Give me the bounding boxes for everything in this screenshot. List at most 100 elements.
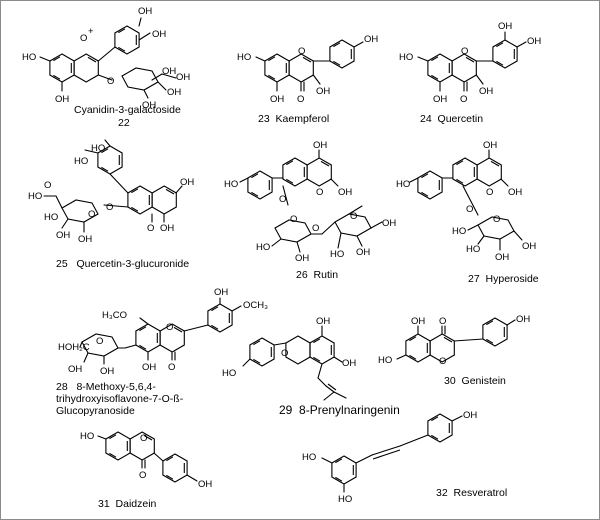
svg-text:HO: HO bbox=[452, 226, 466, 237]
svg-text:O: O bbox=[461, 46, 468, 57]
svg-text:O: O bbox=[147, 223, 154, 234]
caption-23-number: 23 bbox=[258, 113, 270, 125]
svg-text:O: O bbox=[486, 187, 493, 198]
svg-text:HO: HO bbox=[256, 242, 270, 253]
svg-text:OH: OH bbox=[433, 94, 447, 105]
svg-text:H₃CO: H₃CO bbox=[102, 310, 127, 321]
caption-23: 23 Kaempferol bbox=[258, 113, 329, 125]
svg-text:O: O bbox=[439, 356, 446, 367]
svg-text:O: O bbox=[316, 187, 323, 198]
svg-text:OH: OH bbox=[180, 177, 194, 188]
caption-25-name: Quercetin-3-glucuronide bbox=[76, 258, 190, 270]
svg-text:O: O bbox=[44, 180, 51, 191]
svg-text:OH: OH bbox=[382, 218, 396, 229]
caption-22-name: Cyanidin-3-galactoside bbox=[74, 104, 181, 116]
svg-text:O: O bbox=[466, 204, 473, 215]
svg-text:OH: OH bbox=[364, 34, 378, 45]
svg-text:HO: HO bbox=[466, 244, 480, 255]
structure-quercetin bbox=[417, 31, 527, 92]
svg-text:OH: OH bbox=[516, 314, 530, 325]
caption-26-number: 26 bbox=[296, 269, 308, 281]
caption-30-name: Genistein bbox=[461, 375, 506, 387]
svg-text:O: O bbox=[290, 214, 297, 225]
caption-32: 32 Resveratrol bbox=[436, 487, 507, 499]
svg-text:O: O bbox=[281, 348, 288, 359]
svg-text:O: O bbox=[139, 470, 146, 481]
caption-25: 25 Quercetin-3-glucuronide bbox=[56, 258, 189, 270]
structure-kaempferol bbox=[255, 39, 364, 92]
svg-text:OH: OH bbox=[508, 187, 522, 198]
svg-text:O: O bbox=[439, 316, 446, 327]
svg-text:HO: HO bbox=[338, 494, 352, 505]
svg-text:OH: OH bbox=[167, 87, 181, 98]
svg-text:O: O bbox=[350, 211, 357, 222]
svg-text:HO: HO bbox=[237, 52, 251, 63]
svg-text:O: O bbox=[168, 362, 175, 373]
svg-text:HO: HO bbox=[74, 156, 88, 167]
caption-31-name: Daidzein bbox=[115, 498, 157, 510]
structure-daidzein bbox=[97, 432, 198, 483]
svg-text:OH: OH bbox=[342, 358, 356, 369]
svg-text:O: O bbox=[166, 322, 173, 333]
svg-text:O: O bbox=[460, 94, 467, 105]
svg-text:OH: OH bbox=[313, 140, 327, 151]
structure-resveratrol bbox=[321, 413, 463, 493]
caption-28-line-2: trihydroxyisoflavone-7-O-ß- bbox=[56, 393, 184, 405]
caption-27: 27 Hyperoside bbox=[468, 273, 539, 285]
svg-text:O: O bbox=[107, 76, 114, 87]
svg-text:HO: HO bbox=[378, 355, 392, 366]
svg-text:HO: HO bbox=[22, 52, 36, 63]
svg-text:HO: HO bbox=[28, 191, 42, 202]
caption-30: 30 Genistein bbox=[444, 375, 506, 387]
caption-29-number: 29 bbox=[279, 403, 293, 417]
structure-8-prenylnaringenin bbox=[242, 325, 347, 401]
caption-24-name: Quercetin bbox=[437, 113, 484, 125]
svg-text:HOH₂C: HOH₂C bbox=[58, 342, 90, 353]
svg-text:HO: HO bbox=[399, 52, 413, 63]
svg-text:O: O bbox=[298, 46, 305, 57]
structure-isoflavone-glucopyranoside bbox=[79, 297, 242, 365]
svg-text:OH: OH bbox=[142, 362, 156, 373]
svg-text:OH: OH bbox=[198, 479, 212, 490]
caption-28-line-3: Glucopyranoside bbox=[56, 405, 135, 417]
svg-text:HO: HO bbox=[80, 431, 94, 442]
svg-text:OH: OH bbox=[270, 94, 284, 105]
svg-text:HO: HO bbox=[330, 249, 344, 260]
caption-25-number: 25 bbox=[56, 258, 68, 270]
structure-hyperoside bbox=[409, 149, 523, 251]
caption-23-name: Kaempferol bbox=[275, 113, 330, 125]
svg-text:HO: HO bbox=[396, 179, 410, 190]
svg-text:OCH₃: OCH₃ bbox=[243, 300, 268, 311]
caption-24: 24 Quercetin bbox=[420, 113, 483, 125]
svg-text:HO: HO bbox=[224, 179, 238, 190]
svg-text:OH: OH bbox=[142, 100, 156, 111]
caption-32-name: Resveratrol bbox=[453, 487, 508, 499]
svg-text:O: O bbox=[140, 433, 147, 444]
svg-text:OH: OH bbox=[522, 241, 536, 252]
caption-27-name: Hyperoside bbox=[485, 273, 539, 285]
structure-rutin bbox=[239, 149, 383, 253]
svg-text:O: O bbox=[493, 214, 500, 225]
svg-text:OH: OH bbox=[316, 86, 330, 97]
caption-31-number: 31 bbox=[98, 498, 110, 510]
svg-text:OH: OH bbox=[411, 316, 425, 327]
svg-text:OH: OH bbox=[495, 252, 509, 263]
svg-text:OH: OH bbox=[479, 86, 493, 97]
svg-text:OH: OH bbox=[356, 247, 370, 258]
atom-labels: HO OH O + OH OH O OH OH OH OH HO OH O OH… bbox=[22, 6, 541, 505]
svg-text:O: O bbox=[88, 209, 95, 220]
svg-text:OH: OH bbox=[68, 364, 82, 375]
caption-29-name: 8-Prenylnaringenin bbox=[299, 403, 400, 417]
caption-26-name: Rutin bbox=[313, 269, 339, 281]
structure-genistein bbox=[396, 317, 516, 362]
caption-22-number: 22 bbox=[118, 117, 130, 129]
svg-text:OH: OH bbox=[55, 94, 69, 105]
structure-quercetin-3-glucuronide bbox=[43, 139, 183, 233]
svg-text:OH: OH bbox=[162, 66, 176, 77]
svg-text:OH: OH bbox=[316, 316, 330, 327]
svg-text:OH: OH bbox=[483, 140, 497, 151]
structure-cyanidin-3-galactoside bbox=[39, 17, 177, 99]
svg-text:+: + bbox=[88, 26, 94, 37]
svg-text:OH: OH bbox=[527, 36, 541, 47]
